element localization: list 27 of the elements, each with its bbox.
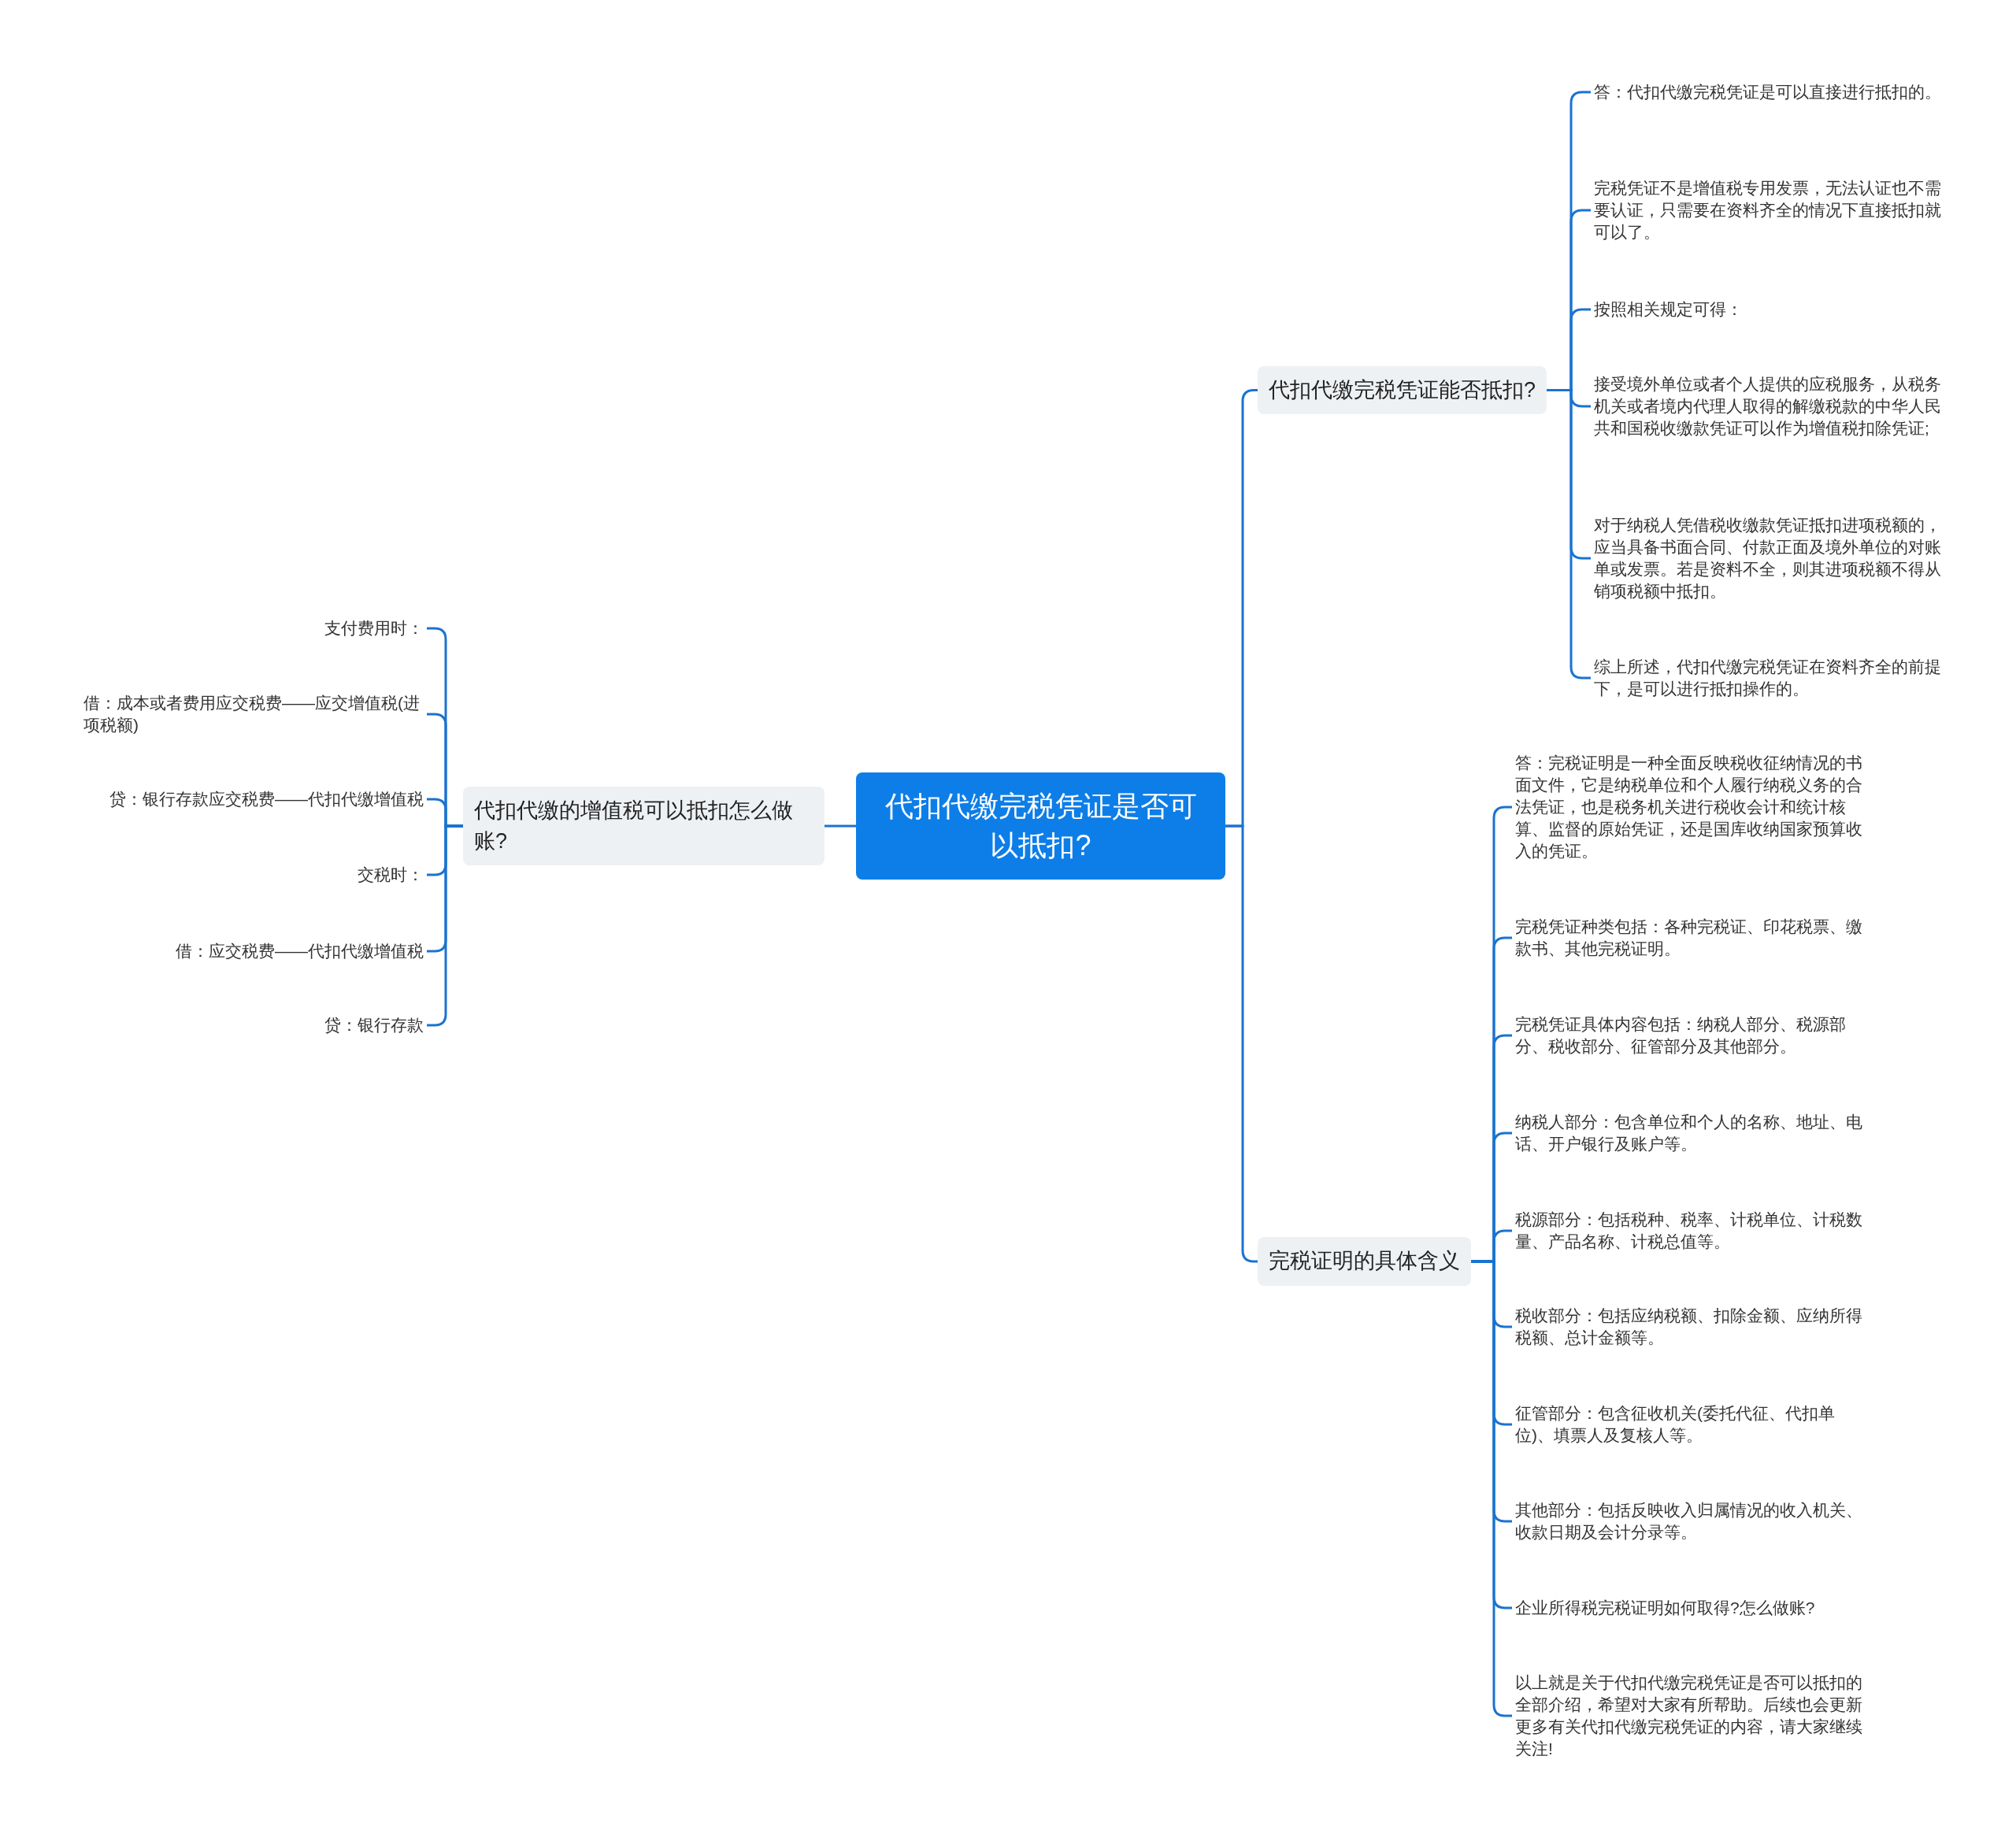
subtopic-text: 综上所述，代扣代缴完税凭证在资料齐全的前提下，是可以进行抵扣操作的。	[1591, 656, 1947, 700]
subtopic-text: 答：完税证明是一种全面反映税收征纳情况的书面文件，它是纳税单位和个人履行纳税义务的合法凭证，也是税务机关进行税收会计和统计核算、监督的原始凭证，还是国库收纳国家预算收入的凭证。	[1512, 752, 1868, 862]
topic-box: 代扣代缴的增值税可以抵扣怎么做账?	[463, 787, 825, 865]
subtopic-text: 借：应交税费——代扣代缴增值税	[172, 940, 427, 962]
subtopic-text: 以上就是关于代扣代缴完税凭证是否可以抵扣的全部介绍，希望对大家有所帮助。后续也会更新更多有关代扣代缴完税凭证的内容，请大家继续关注!	[1512, 1672, 1868, 1760]
subtopic-text: 贷：银行存款	[321, 1014, 427, 1036]
subtopic-text: 贷：银行存款应交税费——代扣代缴增值税	[106, 788, 427, 810]
subtopic-text: 纳税人部分：包含单位和个人的名称、地址、电话、开户银行及账户等。	[1512, 1111, 1868, 1155]
subtopic-text: 征管部分：包含征收机关(委托代征、代扣单位)、填票人及复核人等。	[1512, 1402, 1868, 1446]
subtopic-text: 按照相关规定可得：	[1591, 298, 1947, 320]
subtopic-text: 税收部分：包括应纳税额、扣除金额、应纳所得税额、总计金额等。	[1512, 1305, 1868, 1349]
subtopic-text: 交税时：	[354, 864, 427, 886]
subtopic-text: 完税凭证具体内容包括：纳税人部分、税源部分、税收部分、征管部分及其他部分。	[1512, 1013, 1868, 1058]
subtopic-text: 完税凭证不是增值税专用发票，无法认证也不需要认证，只需要在资料齐全的情况下直接抵扣就可以了。	[1591, 177, 1947, 243]
connector-line	[825, 824, 856, 828]
subtopic-text: 税源部分：包括税种、税率、计税单位、计税数量、产品名称、计税总值等。	[1512, 1209, 1868, 1253]
subtopic-text: 接受境外单位或者个人提供的应税服务，从税务机关或者境内代理人取得的解缴税款的中华人民共和国税收缴款凭证可以作为增值税扣除凭证;	[1591, 373, 1947, 439]
subtopic-text: 支付费用时：	[321, 617, 427, 639]
subtopic-text: 其他部分：包括反映收入归属情况的收入机关、收款日期及会计分录等。	[1512, 1499, 1868, 1543]
subtopic-text: 完税凭证种类包括：各种完税证、印花税票、缴款书、其他完税证明。	[1512, 916, 1868, 960]
subtopic-text: 答：代扣代缴完税凭证是可以直接进行抵扣的。	[1591, 81, 1947, 103]
subtopic-text: 企业所得税完税证明如何取得?怎么做账?	[1512, 1597, 1868, 1619]
subtopic-text: 对于纳税人凭借税收缴款凭证抵扣进项税额的，应当具备书面合同、付款正面及境外单位的对账单或发票。若是资料不全，则其进项税额不得从销项税额中抵扣。	[1591, 514, 1947, 602]
topic-box: 完税证明的具体含义	[1258, 1237, 1471, 1286]
topic-box: 代扣代缴完税凭证能否抵扣?	[1258, 366, 1547, 414]
subtopic-text: 借：成本或者费用应交税费——应交增值税(进项税额)	[80, 692, 427, 736]
central-topic-box: 代扣代缴完税凭证是否可以抵扣?	[856, 772, 1225, 880]
